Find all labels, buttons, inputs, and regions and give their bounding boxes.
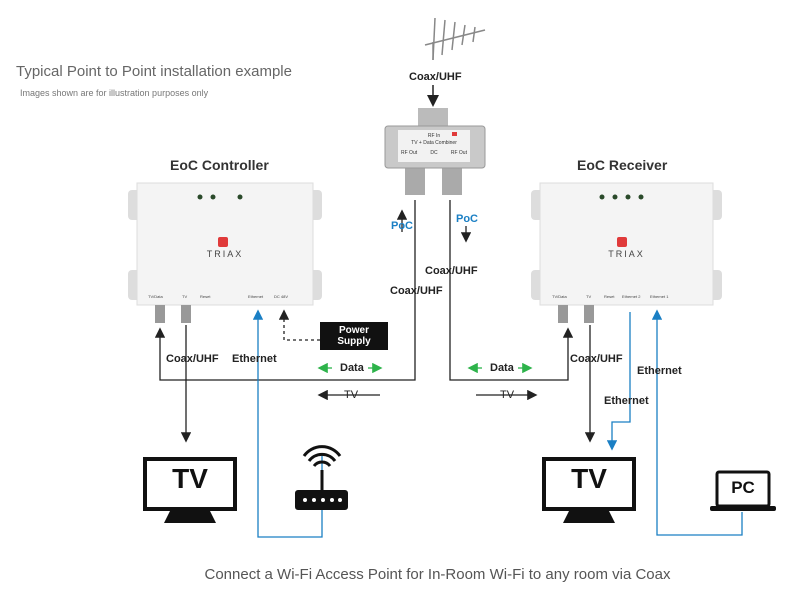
tv-right-icon bbox=[542, 457, 636, 523]
laptop-icon bbox=[710, 470, 776, 511]
combiner-device bbox=[384, 108, 486, 195]
power-cable bbox=[278, 309, 320, 341]
coax-cable-left bbox=[154, 200, 416, 381]
receiver-device bbox=[531, 182, 722, 323]
antenna-icon bbox=[424, 17, 486, 61]
controller-device bbox=[128, 182, 322, 323]
pc-screen-text: PC bbox=[731, 478, 755, 497]
ethernet-cable-right-1 bbox=[651, 309, 743, 536]
controller-title: EoC Controller bbox=[170, 157, 269, 173]
tv-right-screen-text: TV bbox=[571, 463, 607, 494]
poc-right-label: PoC bbox=[456, 213, 478, 225]
triax-logo-icon bbox=[617, 237, 627, 247]
data-label-left: Data bbox=[340, 362, 364, 374]
coax-cable-right bbox=[449, 200, 574, 381]
tv-left-icon bbox=[143, 457, 237, 523]
coax-label-mid-right: Coax/UHF bbox=[425, 265, 478, 277]
ethernet-label-left: Ethernet bbox=[232, 353, 277, 365]
controller-brand: TRIAX bbox=[206, 249, 244, 259]
receiver-title: EoC Receiver bbox=[577, 157, 668, 173]
page-title: Typical Point to Point installation exam… bbox=[16, 63, 292, 80]
caption: Connect a Wi-Fi Access Point for In-Room… bbox=[204, 566, 671, 583]
page-subtitle: Images shown are for illustration purpos… bbox=[20, 88, 209, 98]
router-icon bbox=[295, 445, 348, 510]
coax-label-right: Coax/UHF bbox=[570, 353, 623, 365]
coax-label-mid-left: Coax/UHF bbox=[390, 285, 443, 297]
ethernet-label-right-2: Ethernet bbox=[604, 395, 649, 407]
tv-label-right: TV bbox=[500, 389, 515, 401]
ethernet-label-right-1: Ethernet bbox=[637, 365, 682, 377]
antenna-label: Coax/UHF bbox=[409, 71, 462, 83]
coax-label-left: Coax/UHF bbox=[166, 353, 219, 365]
poc-left-label: PoC bbox=[391, 220, 413, 232]
receiver-brand: TRIAX bbox=[608, 249, 645, 259]
triax-logo-icon bbox=[218, 237, 228, 247]
ethernet-cable-right-2 bbox=[606, 312, 631, 451]
power-supply-box bbox=[320, 322, 388, 350]
tv-label-left: TV bbox=[344, 389, 359, 401]
data-label-right: Data bbox=[490, 362, 514, 374]
tv-left-screen-text: TV bbox=[172, 463, 208, 494]
